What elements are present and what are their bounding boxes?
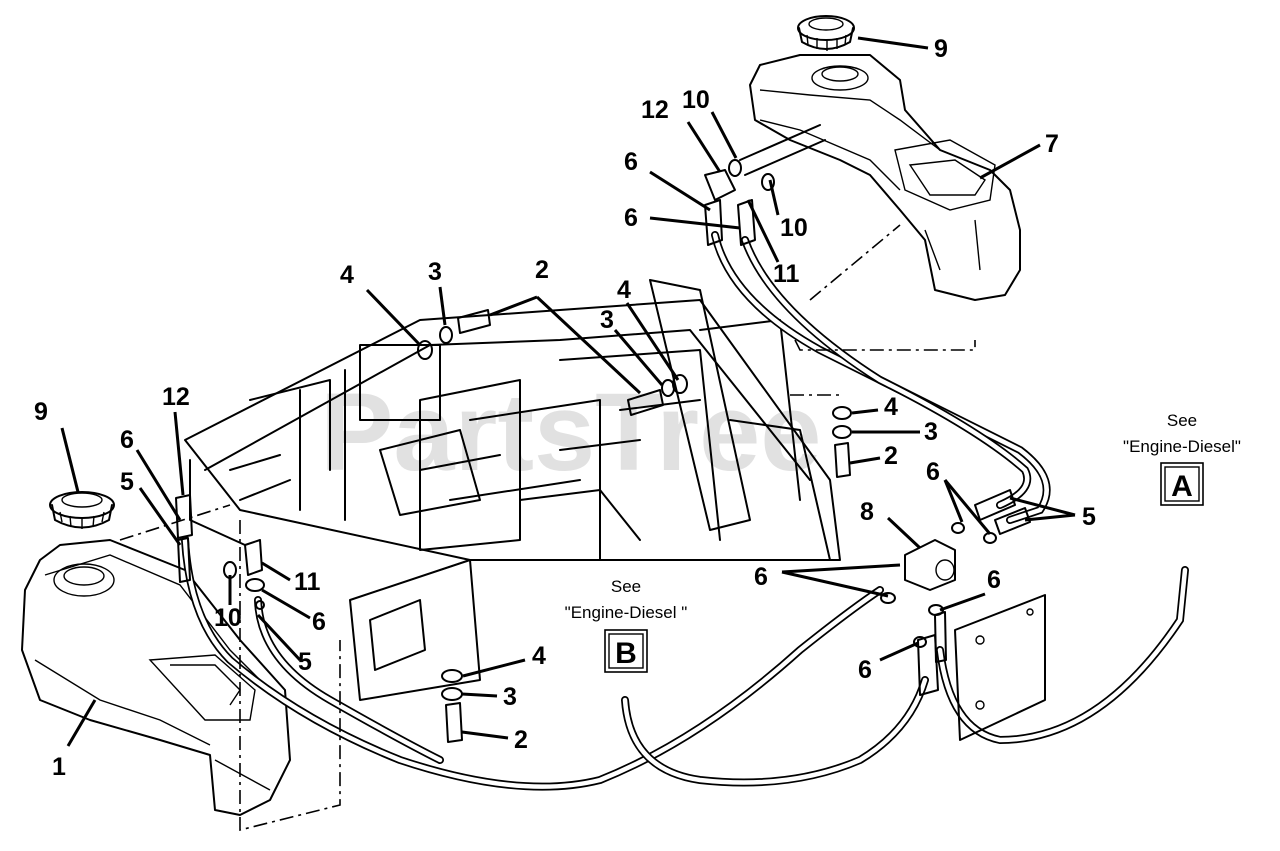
callout-11-top: 11	[773, 260, 800, 288]
callout-7: 7	[1045, 130, 1059, 158]
callout-6-right-d: 6	[858, 656, 872, 684]
callout-6-right-c: 6	[987, 566, 1001, 594]
right-fuel-tank	[749, 54, 1021, 301]
reference-a-target: "Engine-Diesel"	[1123, 437, 1241, 456]
callout-6-top-b: 6	[624, 204, 638, 232]
reference-a-letter: A	[1171, 470, 1193, 503]
callout-5-right: 5	[1082, 503, 1096, 531]
callout-10-mid: 10	[780, 214, 808, 242]
callout-6-left-b: 6	[312, 608, 326, 636]
callout-labels: 1 9 9 7 12 10 6 6 10 11 4 3 2 4 3 4 3 2 …	[34, 35, 1096, 781]
fuel-hoses	[181, 231, 1189, 791]
mower-frame	[184, 279, 841, 701]
callout-4-d: 4	[532, 642, 546, 670]
reference-b-letter: B	[615, 637, 637, 670]
callout-5-left: 5	[120, 468, 134, 496]
callout-3-d: 3	[503, 683, 517, 711]
callout-9-right: 9	[934, 35, 948, 63]
right-fuel-cap	[797, 15, 855, 51]
reference-a-see: See	[1167, 411, 1197, 430]
reference-b-see: See	[611, 577, 641, 596]
callout-11-left: 11	[294, 568, 321, 596]
assembly-lines	[119, 224, 976, 832]
callout-2-c: 2	[514, 726, 528, 754]
callout-8: 8	[860, 498, 874, 526]
callout-4-b: 4	[617, 276, 631, 304]
callout-3-a: 3	[428, 258, 442, 286]
reference-a: See "Engine-Diesel" A	[1123, 411, 1241, 506]
callout-12-top: 12	[641, 96, 669, 124]
watermark: PartsTree	[320, 371, 821, 494]
mounting-plate	[954, 594, 1046, 741]
callout-6-right-a: 6	[926, 458, 940, 486]
reference-b: See "Engine-Diesel " B	[565, 577, 688, 673]
callout-3-c: 3	[924, 418, 938, 446]
callout-10-left: 10	[214, 604, 242, 632]
callout-6-left: 6	[120, 426, 134, 454]
left-fuel-tank	[21, 539, 291, 816]
callout-3-b: 3	[600, 306, 614, 334]
callout-4-c: 4	[884, 393, 898, 421]
callout-2-a: 2	[535, 256, 549, 284]
callout-6-top-a: 6	[624, 148, 638, 176]
left-fuel-cap	[49, 491, 115, 529]
callout-9-left: 9	[34, 398, 48, 426]
reference-b-target: "Engine-Diesel "	[565, 603, 688, 622]
callout-6-right-b: 6	[754, 563, 768, 591]
callout-10-top: 10	[682, 86, 710, 114]
callout-1: 1	[52, 753, 66, 781]
callout-12-left: 12	[162, 383, 190, 411]
callout-leaders	[60, 36, 1076, 747]
callout-5-left-b: 5	[298, 648, 312, 676]
callout-2-b: 2	[884, 442, 898, 470]
callout-4-a: 4	[340, 261, 354, 289]
